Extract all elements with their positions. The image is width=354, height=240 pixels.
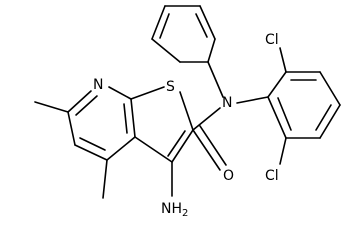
pyridine-ring (67, 86, 136, 161)
amide-bond (192, 107, 221, 131)
bond (151, 5, 166, 40)
atom-label-nh2: NH2 (161, 201, 188, 219)
bond (67, 90, 92, 113)
atom-label-n-amide: N (222, 95, 232, 111)
bond (319, 104, 341, 139)
bond (67, 111, 76, 146)
bond (179, 91, 194, 131)
dichlorophenyl-ring (236, 71, 341, 139)
chlorine-bond-top (279, 47, 287, 73)
bond (130, 86, 165, 100)
bond (108, 86, 132, 100)
bond (267, 96, 287, 139)
atom-label-cl-bottom: Cl (265, 168, 279, 184)
bond (74, 144, 108, 161)
bond (159, 13, 170, 39)
bond (79, 137, 106, 151)
bond (167, 130, 186, 157)
nh2-main: NH (161, 201, 182, 217)
bond (130, 98, 136, 138)
methyl-bond-top (34, 101, 69, 113)
bond (315, 104, 332, 131)
bond (277, 97, 292, 131)
atom-label-s-thiophene: S (166, 79, 175, 95)
atom-label-cl-top: Cl (265, 32, 279, 48)
methyl-bond-bottom (102, 159, 108, 199)
bond (171, 129, 194, 163)
bond (134, 136, 173, 163)
bond (75, 95, 98, 116)
atom-label-n-pyridine: N (93, 77, 103, 93)
chlorine-bond-bottom (279, 137, 287, 165)
molecule-structure: N S N O Cl Cl NH2 (34, 5, 341, 219)
carbonyl-bond-double (199, 125, 227, 166)
bond (207, 38, 216, 63)
bond (267, 71, 287, 98)
bond (319, 71, 341, 106)
thiophene-ring (130, 86, 194, 163)
phenyl-ring (151, 5, 224, 98)
nh2-subscript: 2 (182, 208, 188, 219)
bond (199, 5, 216, 40)
bond (106, 136, 136, 161)
bond (123, 103, 128, 134)
carbonyl-bond (192, 129, 221, 171)
bond (207, 61, 224, 98)
structure-canvas: N S N O Cl Cl NH2 (34, 5, 341, 219)
bond (151, 38, 181, 63)
bond (195, 13, 208, 38)
bond (236, 96, 269, 104)
atom-label-o-carbonyl: O (223, 168, 234, 184)
